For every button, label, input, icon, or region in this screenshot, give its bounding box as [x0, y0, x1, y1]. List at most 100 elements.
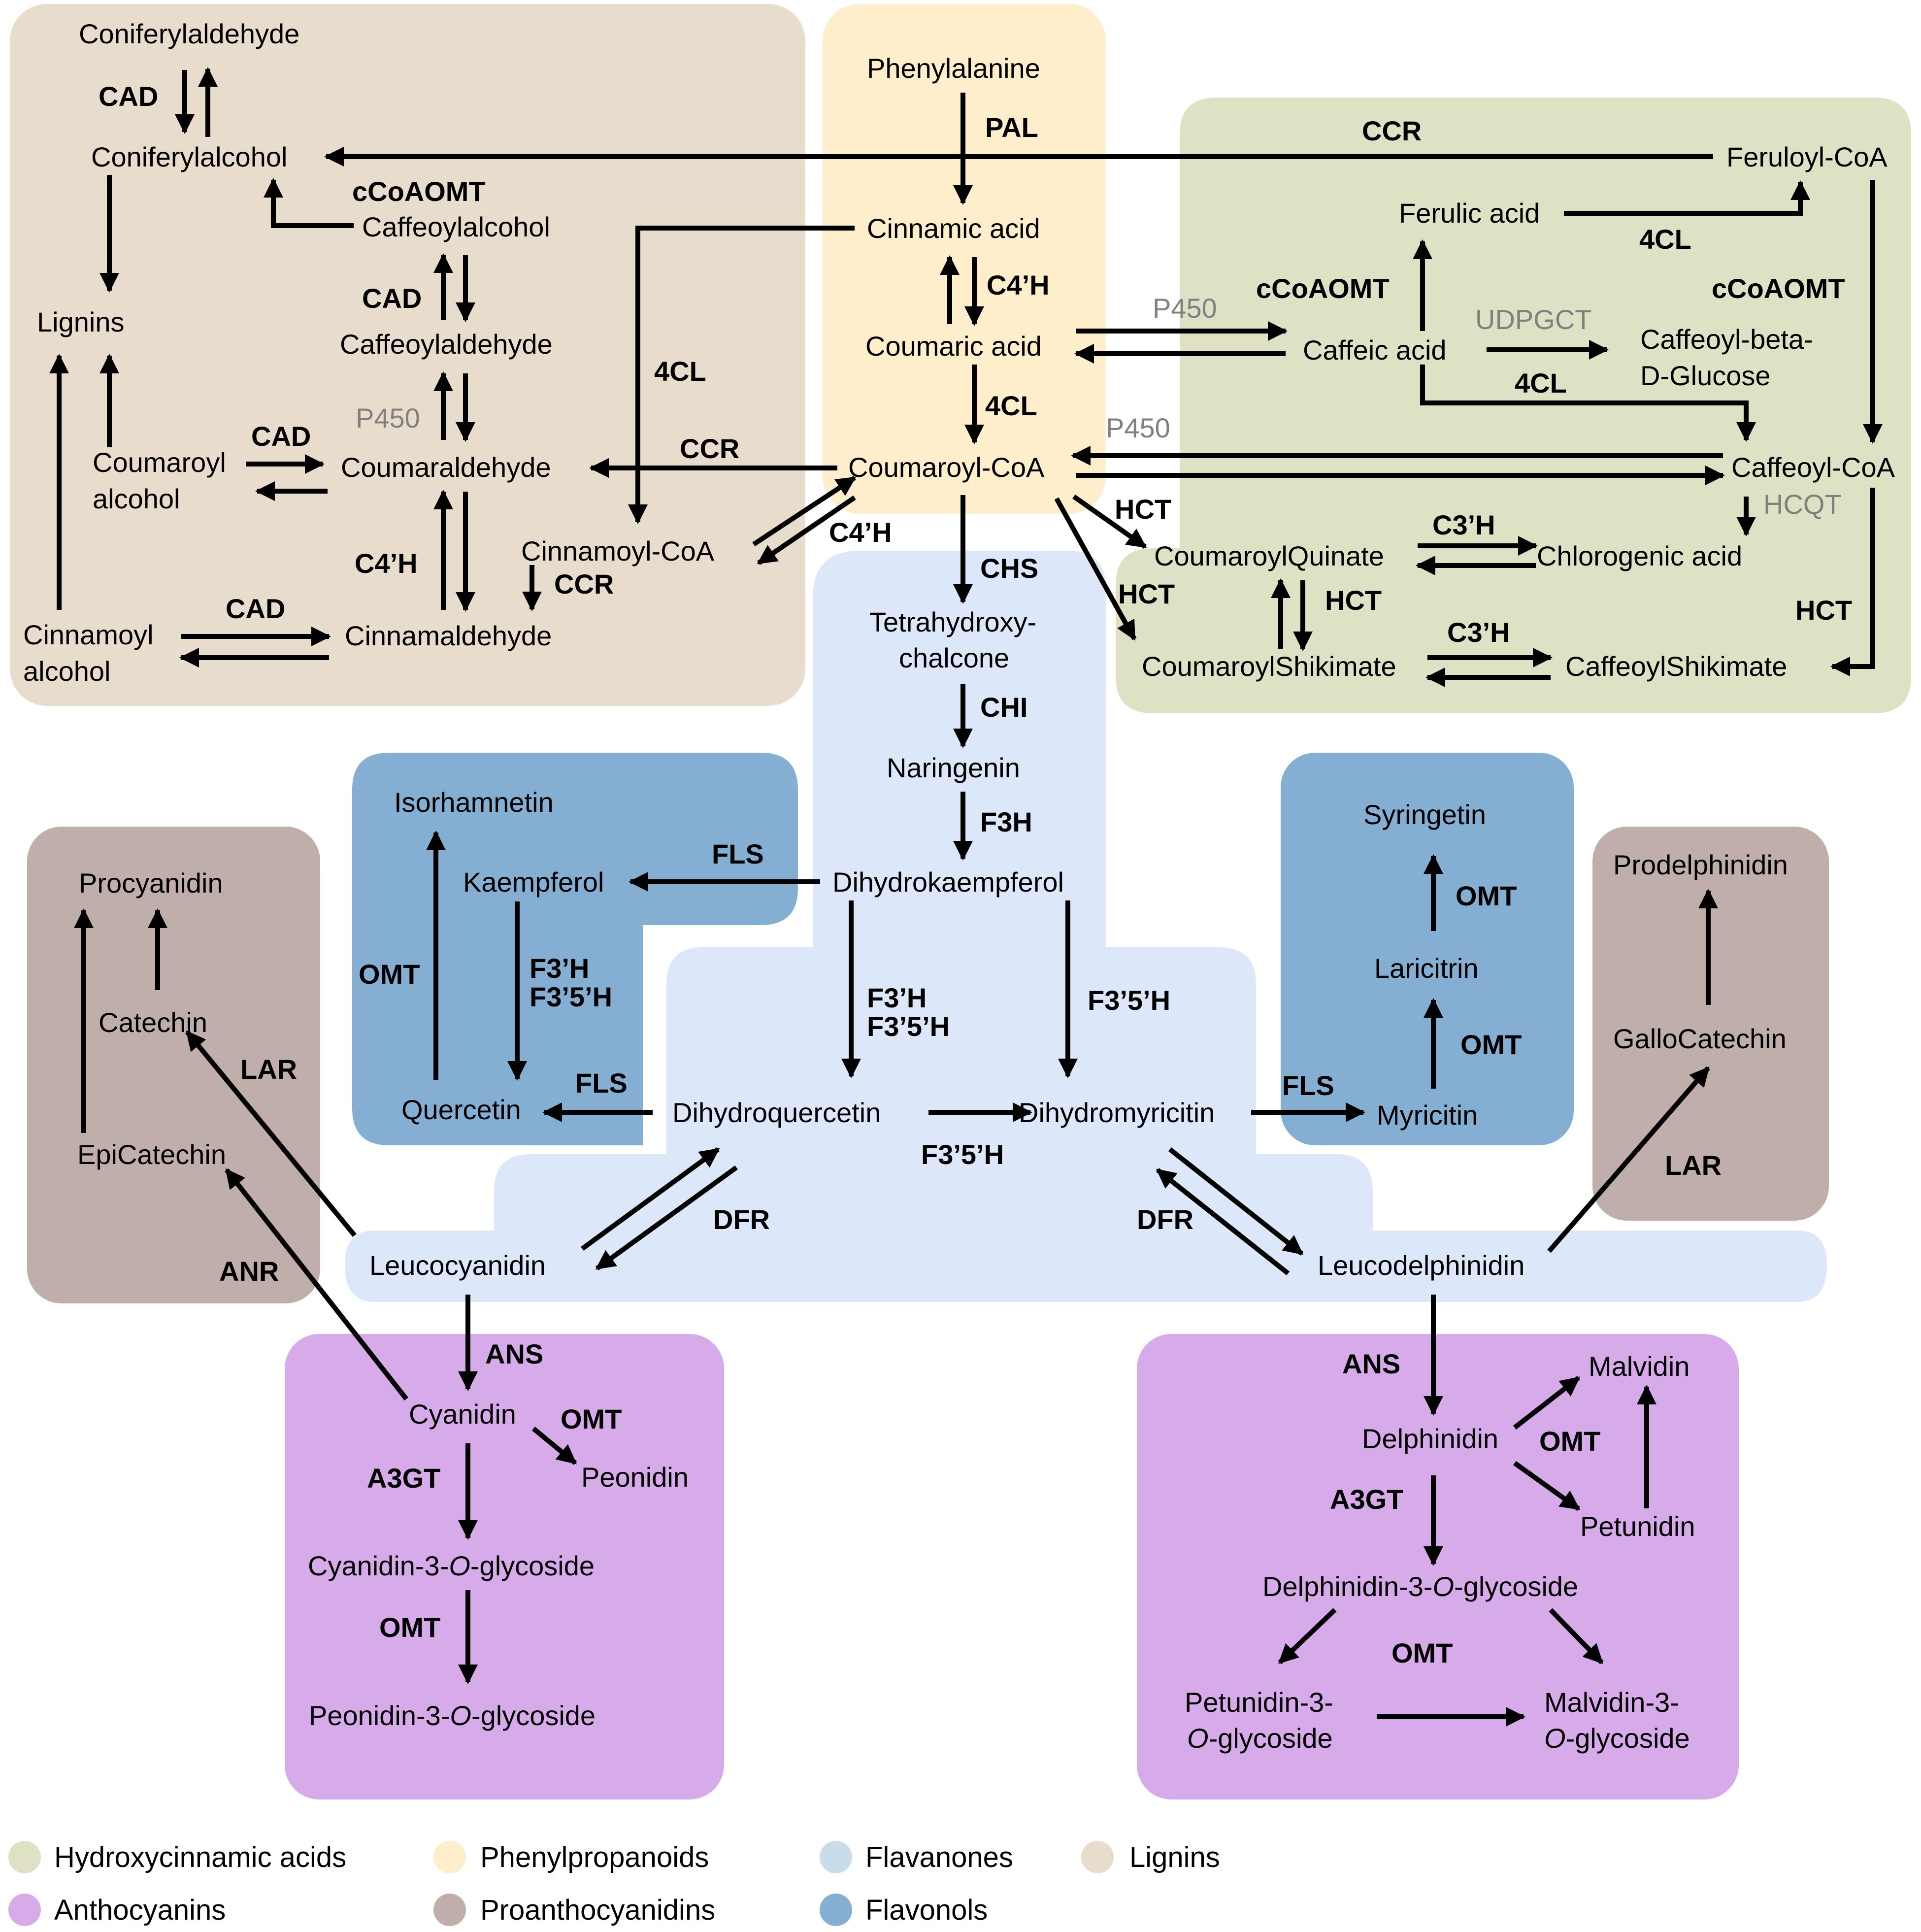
- enzyme-label: HCQT: [1763, 489, 1842, 520]
- arrow: [264, 178, 354, 228]
- compound-label: Syringetin: [1363, 799, 1486, 830]
- arrow: [1156, 1168, 1290, 1275]
- compound-label: Cyanidin-3-O-glycoside: [308, 1550, 595, 1581]
- legend-label: Flavanones: [865, 1841, 1013, 1873]
- compound-label: Catechin: [99, 1007, 207, 1038]
- enzyme-label: 4CL: [1639, 224, 1691, 255]
- compound-label: Malvidin-3-: [1544, 1687, 1679, 1718]
- compound-label: GalloCatechin: [1613, 1023, 1787, 1054]
- compound-label: Isorhamnetin: [394, 787, 554, 818]
- flavonols-left-region: [352, 753, 798, 1145]
- legend-item: Lignins: [1081, 1841, 1220, 1873]
- arrow: [185, 1030, 357, 1237]
- enzyme-label: OMT: [1456, 880, 1517, 911]
- arrow: [1547, 1066, 1710, 1253]
- phenylpropanoids-region: [823, 4, 1106, 514]
- arrow: [581, 1147, 720, 1251]
- enzyme-label: F3’5’H: [1088, 985, 1170, 1016]
- arrow: [1072, 494, 1147, 549]
- legend-swatch: [8, 1841, 41, 1873]
- enzyme-label: cCoAOMT: [352, 176, 486, 207]
- glycoside-suffix: -glycoside: [1454, 1571, 1578, 1602]
- compound-label: alcohol: [93, 483, 180, 514]
- enzyme-label: LAR: [240, 1054, 297, 1085]
- enzyme-label: CHS: [980, 553, 1038, 584]
- enzyme-label: A3GT: [1330, 1484, 1403, 1515]
- reaction-arrows: [49, 67, 1883, 1727]
- enzyme-labels: CAD cCoAOMT CAD P450 CAD C4’H CAD PAL C4…: [99, 81, 1852, 1668]
- enzyme-label: F3’H: [867, 982, 927, 1013]
- anthocyanins-right-region: [1137, 1334, 1739, 1799]
- arrow: [1420, 365, 1756, 442]
- arrow: [1549, 1608, 1604, 1665]
- flavanones-region: [345, 551, 1827, 1302]
- enzyme-label: OMT: [379, 1612, 440, 1643]
- enzyme-label: CCR: [554, 568, 614, 600]
- legend-swatch: [433, 1841, 466, 1873]
- enzyme-label: CAD: [362, 283, 422, 314]
- legend-item: Flavanones: [820, 1841, 1013, 1873]
- arrow: [531, 1427, 577, 1465]
- compound-label: Cinnamaldehyde: [345, 620, 552, 651]
- enzyme-label: C3’H: [1447, 617, 1510, 648]
- compound-label: Coniferylalcohol: [91, 141, 287, 172]
- arrow: [1278, 1608, 1337, 1665]
- glycoside-suffix: -glycoside: [1209, 1723, 1333, 1754]
- enzyme-label: CAD: [226, 593, 285, 624]
- arrow: [225, 1168, 408, 1401]
- enzyme-label: CHI: [980, 692, 1027, 723]
- compound-label: Chlorogenic acid: [1537, 540, 1742, 571]
- enzyme-label: cCoAOMT: [1712, 273, 1845, 304]
- compound-label: D-Glucose: [1640, 360, 1771, 391]
- compound-label: Quercetin: [401, 1094, 521, 1125]
- glycoside-name: Delphinidin-3-: [1262, 1571, 1433, 1602]
- compound-label: Coumaric acid: [865, 331, 1042, 362]
- enzyme-label: P450: [356, 402, 420, 433]
- legend-label: Phenylpropanoids: [480, 1841, 709, 1873]
- enzyme-label: FLS: [712, 838, 764, 869]
- anthocyanins-left-region: [285, 1334, 724, 1799]
- compound-label: Phenylalanine: [867, 53, 1040, 84]
- compound-label: Dihydrokaempferol: [832, 866, 1064, 898]
- compound-label: Dihydroquercetin: [672, 1097, 881, 1128]
- compound-label: O-glycoside: [1187, 1723, 1333, 1754]
- enzyme-label: F3’5’H: [530, 981, 612, 1012]
- compound-label: Malvidin: [1589, 1351, 1689, 1382]
- glycoside-o: O: [1187, 1723, 1209, 1754]
- compound-label: Feruloyl-CoA: [1726, 141, 1888, 172]
- glycoside-o: O: [1544, 1723, 1566, 1754]
- legend-label: Proanthocyanidins: [480, 1894, 715, 1926]
- compound-label: Coumaraldehyde: [341, 452, 551, 483]
- compound-label: Caffeoylaldehyde: [340, 329, 553, 360]
- compound-label: Tetrahydroxy-: [869, 606, 1036, 637]
- legend-label: Hydroxycinnamic acids: [54, 1841, 346, 1873]
- flavonols-right-region: [1281, 753, 1574, 1145]
- enzyme-label: OMT: [561, 1403, 622, 1434]
- compound-label: Laricitrin: [1374, 953, 1479, 984]
- compound-label: Kaempferol: [463, 866, 604, 898]
- enzyme-label: OMT: [1460, 1029, 1522, 1060]
- compound-label: Myricitin: [1377, 1099, 1478, 1131]
- legend-swatch: [820, 1894, 852, 1926]
- enzyme-label: cCoAOMT: [1256, 273, 1390, 304]
- enzyme-label: CAD: [99, 81, 158, 112]
- enzyme-label: 4CL: [985, 390, 1037, 421]
- glycoside-o: O: [1433, 1571, 1455, 1602]
- compound-label: Cinnamic acid: [867, 213, 1040, 244]
- enzyme-label: 4CL: [654, 356, 706, 387]
- glycoside-suffix: -glycoside: [470, 1550, 595, 1581]
- enzyme-label: OMT: [1539, 1426, 1600, 1457]
- compound-label: alcohol: [23, 656, 110, 687]
- compound-label: Leucocyanidin: [369, 1250, 546, 1281]
- glycoside-o: O: [449, 1550, 470, 1581]
- proanthocyanidins-left-region: [27, 827, 320, 1303]
- compound-label: Prodelphinidin: [1613, 849, 1788, 880]
- compound-label: Leucodelphinidin: [1318, 1250, 1524, 1281]
- enzyme-label: OMT: [1391, 1637, 1453, 1668]
- compound-label: O-glycoside: [1544, 1723, 1690, 1754]
- arrow: [752, 475, 857, 547]
- legend: Hydroxycinnamic acids Phenylpropanoids F…: [8, 1841, 1220, 1926]
- legend-swatch: [8, 1894, 41, 1926]
- glycoside-o: O: [450, 1700, 471, 1731]
- glycoside-name: Peonidin-3-: [309, 1700, 450, 1731]
